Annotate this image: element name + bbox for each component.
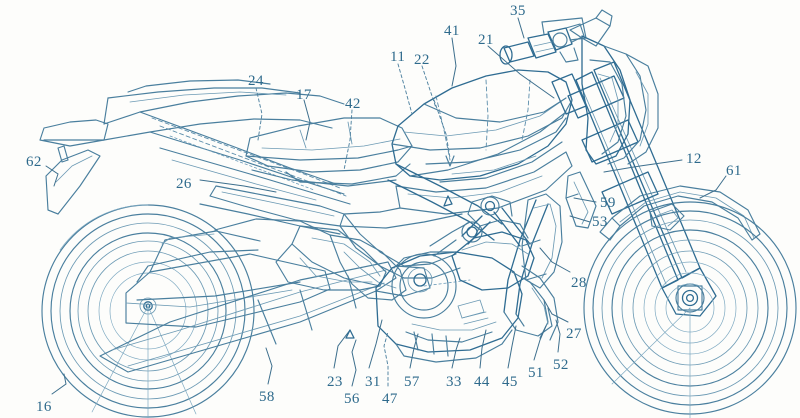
seat (245, 117, 413, 187)
swingarm (125, 218, 331, 328)
exhaust-muffler (99, 261, 431, 373)
reference-numeral-12: 12 (686, 151, 702, 167)
reference-numeral-16: 16 (36, 399, 52, 415)
handlebar-assembly (499, 17, 587, 65)
reference-numeral-51: 51 (528, 365, 544, 381)
reference-numeral-53: 53 (592, 214, 608, 230)
reference-numeral-28: 28 (571, 275, 587, 291)
tail-section (39, 79, 351, 235)
reference-numeral-24: 24 (248, 73, 264, 89)
fuel-tank (391, 69, 573, 183)
reference-numeral-41: 41 (444, 23, 460, 39)
reference-numeral-58: 58 (259, 389, 275, 405)
reference-numeral-47: 47 (382, 391, 398, 407)
reference-numeral-52: 52 (553, 357, 569, 373)
reference-numeral-44: 44 (474, 374, 490, 390)
reference-numeral-57: 57 (404, 374, 420, 390)
reference-numeral-62: 62 (26, 154, 42, 170)
reference-numeral-59: 59 (600, 195, 616, 211)
front-fender (599, 185, 761, 241)
front-wheel-group (583, 201, 797, 418)
rear-wheel-group (41, 204, 255, 418)
main-frame (275, 163, 553, 337)
reference-numeral-17: 17 (296, 87, 312, 103)
reference-numeral-27: 27 (566, 326, 582, 342)
reference-numeral-35: 35 (510, 3, 526, 19)
leader-lines (45, 17, 727, 395)
reference-numeral-23: 23 (327, 374, 343, 390)
reference-numeral-42: 42 (345, 96, 361, 112)
headlight-cowl (569, 9, 659, 165)
reference-numeral-11: 11 (390, 49, 406, 65)
engine-assembly (375, 195, 559, 363)
reference-numeral-45: 45 (502, 374, 518, 390)
reference-numeral-31: 31 (365, 374, 381, 390)
reference-numeral-21: 21 (478, 32, 494, 48)
reference-numeral-33: 33 (446, 374, 462, 390)
reference-numeral-26: 26 (176, 176, 192, 192)
radiator (521, 193, 563, 289)
reference-numeral-61: 61 (726, 163, 742, 179)
tank-shroud (339, 151, 573, 229)
reference-numeral-56: 56 (344, 391, 360, 407)
reference-numeral-22: 22 (414, 52, 430, 68)
